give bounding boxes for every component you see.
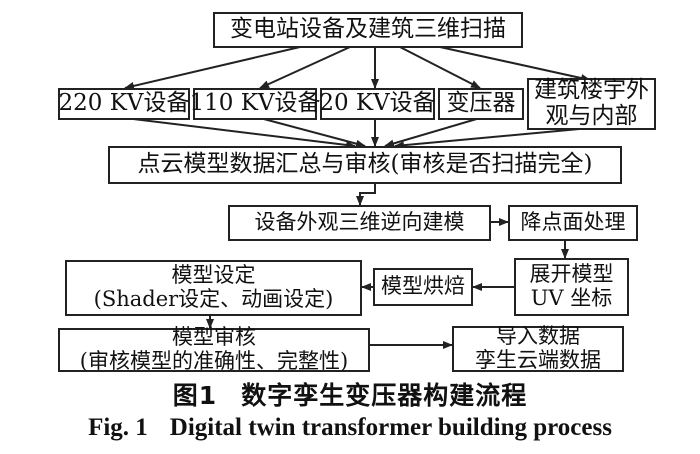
node-setup: 模型设定 (Shader设定、动画设定) [65,260,362,316]
node-review: 模型审核 (审核模型的准确性、完整性) [58,325,370,373]
node-220kv: 220 KV设备 [58,88,190,120]
node-220kv-label: 220 KV设备 [58,90,190,117]
node-setup-label-1: 模型设定 [171,263,256,288]
figure-caption-en: Fig. 1 Digital twin transformer building … [0,414,700,442]
node-uv: 展开模型 UV 坐标 [514,258,629,316]
arrow-220kv-to-pointcloud [124,117,356,149]
arrow-scan-to-220kv [124,46,301,90]
node-review-label-1: 模型审核 [172,325,256,350]
arrow-pointcloud-to-reverse [356,183,376,206]
node-setup-label-2: (Shader设定、动画设定) [93,287,334,311]
figure-label-en: Fig. 1 [88,414,148,441]
node-reverse-model-label: 设备外观三维逆向建模 [254,210,465,235]
arrow-scan-to-building [439,46,591,82]
node-transformer-label: 变压器 [446,90,516,117]
node-reverse-model: 设备外观三维逆向建模 [228,205,491,241]
node-building-label-1: 建筑楼宇外 [534,77,649,104]
node-110kv-label: 110 KV设备 [189,90,321,117]
node-scan-label: 变电站设备及建筑三维扫描 [230,16,506,43]
node-building-label-2: 观与内部 [545,103,638,129]
figure-title-cn: 数字孪生变压器构建流程 [241,381,528,410]
arrow-scan-to-transformer [399,46,481,89]
node-scan: 变电站设备及建筑三维扫描 [213,12,523,48]
node-20kv: 20 KV设备 [319,88,436,120]
figure-label-cn: 图1 [172,381,218,410]
node-bake: 模型烘焙 [373,268,473,306]
arrow-110kv-to-pointcloud [259,117,366,148]
arrow-scan-to-110kv [259,46,351,89]
arrow-building-to-pointcloud [394,127,591,150]
node-bake-label: 模型烘焙 [381,274,465,299]
node-pointcloud-label: 点云模型数据汇总与审核(审核是否扫描完全) [137,151,593,178]
figure-title-en: Digital twin transformer building proces… [169,414,612,441]
node-decimate: 降点面处理 [508,205,638,241]
node-pointcloud: 点云模型数据汇总与审核(审核是否扫描完全) [108,146,622,184]
node-import: 导入数据 孪生云端数据 [452,324,624,372]
node-transformer: 变压器 [438,88,524,120]
node-20kv-label: 20 KV设备 [319,90,436,117]
node-uv-label-2: UV 坐标 [530,286,613,310]
node-import-label-2: 孪生云端数据 [475,348,601,372]
node-decimate-label: 降点面处理 [520,210,626,235]
node-building: 建筑楼宇外 观与内部 [527,77,656,130]
node-import-label-1: 导入数据 [496,324,580,349]
figure-caption-cn: 图1 数字孪生变压器构建流程 [0,376,700,412]
node-uv-label-1: 展开模型 [529,262,614,287]
node-review-label-2: (审核模型的准确性、完整性) [79,349,349,373]
node-110kv: 110 KV设备 [190,88,321,120]
